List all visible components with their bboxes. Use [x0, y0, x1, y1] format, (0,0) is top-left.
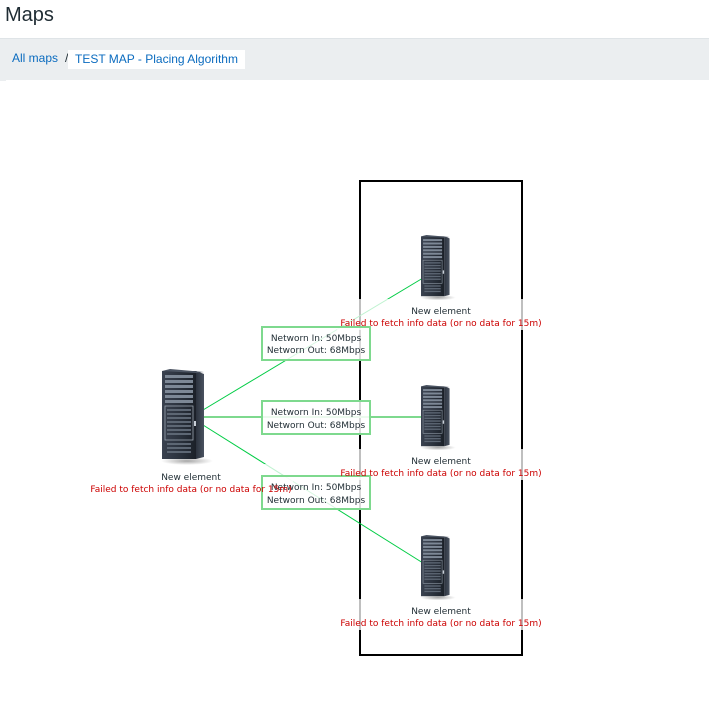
map-element-left[interactable]: New element Failed to fetch info data (o… — [90, 368, 292, 495]
link-label-line1: Networn In: 50Mbps — [271, 483, 362, 493]
element-status: Failed to fetch info data (or no data fo… — [90, 485, 291, 495]
link-label-line2: Networn Out: 68Mbps — [267, 421, 366, 431]
map-element-top[interactable]: New element Failed to fetch info data (o… — [340, 234, 542, 329]
element-label-bg — [87, 464, 293, 495]
server-icon — [419, 234, 457, 301]
breadcrumb: All maps / TEST MAP - Placing Algorithm — [0, 38, 709, 81]
element-name: New element — [411, 607, 471, 617]
element-label-bg — [337, 449, 543, 480]
map-element-bottom[interactable]: New element Failed to fetch info data (o… — [340, 534, 542, 629]
page-header: Maps — [0, 0, 709, 38]
breadcrumb-separator: / — [65, 51, 69, 65]
element-name: New element — [411, 457, 471, 467]
server-icon — [419, 384, 457, 451]
map-canvas: Networn In: 50Mbps Networn Out: 68Mbps N… — [6, 80, 709, 705]
link-label-middle[interactable]: Networn In: 50Mbps Networn Out: 68Mbps — [261, 400, 371, 435]
link-label-line2: Networn Out: 68Mbps — [267, 346, 366, 356]
map-element-middle[interactable]: New element Failed to fetch info data (o… — [340, 384, 542, 479]
link-label-line1: Networn In: 50Mbps — [271, 334, 362, 344]
link-label-top[interactable]: Networn In: 50Mbps Networn Out: 68Mbps — [261, 326, 371, 361]
element-status: Failed to fetch info data (or no data fo… — [340, 619, 541, 629]
link-label-line2: Networn Out: 68Mbps — [267, 496, 366, 506]
element-label-bg — [337, 599, 543, 630]
element-name: New element — [161, 473, 221, 483]
breadcrumb-all-maps[interactable]: All maps — [12, 51, 59, 65]
map-svg: Networn In: 50Mbps Networn Out: 68Mbps N… — [87, 180, 543, 656]
link-label-bottom[interactable]: Networn In: 50Mbps Networn Out: 68Mbps — [261, 475, 371, 510]
element-name: New element — [411, 307, 471, 317]
element-status: Failed to fetch info data (or no data fo… — [340, 319, 541, 329]
element-label-bg — [337, 299, 543, 330]
server-icon — [419, 534, 457, 601]
breadcrumb-current-map[interactable]: TEST MAP - Placing Algorithm — [68, 50, 245, 69]
element-status: Failed to fetch info data (or no data fo… — [340, 469, 541, 479]
link-label-line1: Networn In: 50Mbps — [271, 408, 362, 418]
page-title: Maps — [5, 4, 54, 26]
